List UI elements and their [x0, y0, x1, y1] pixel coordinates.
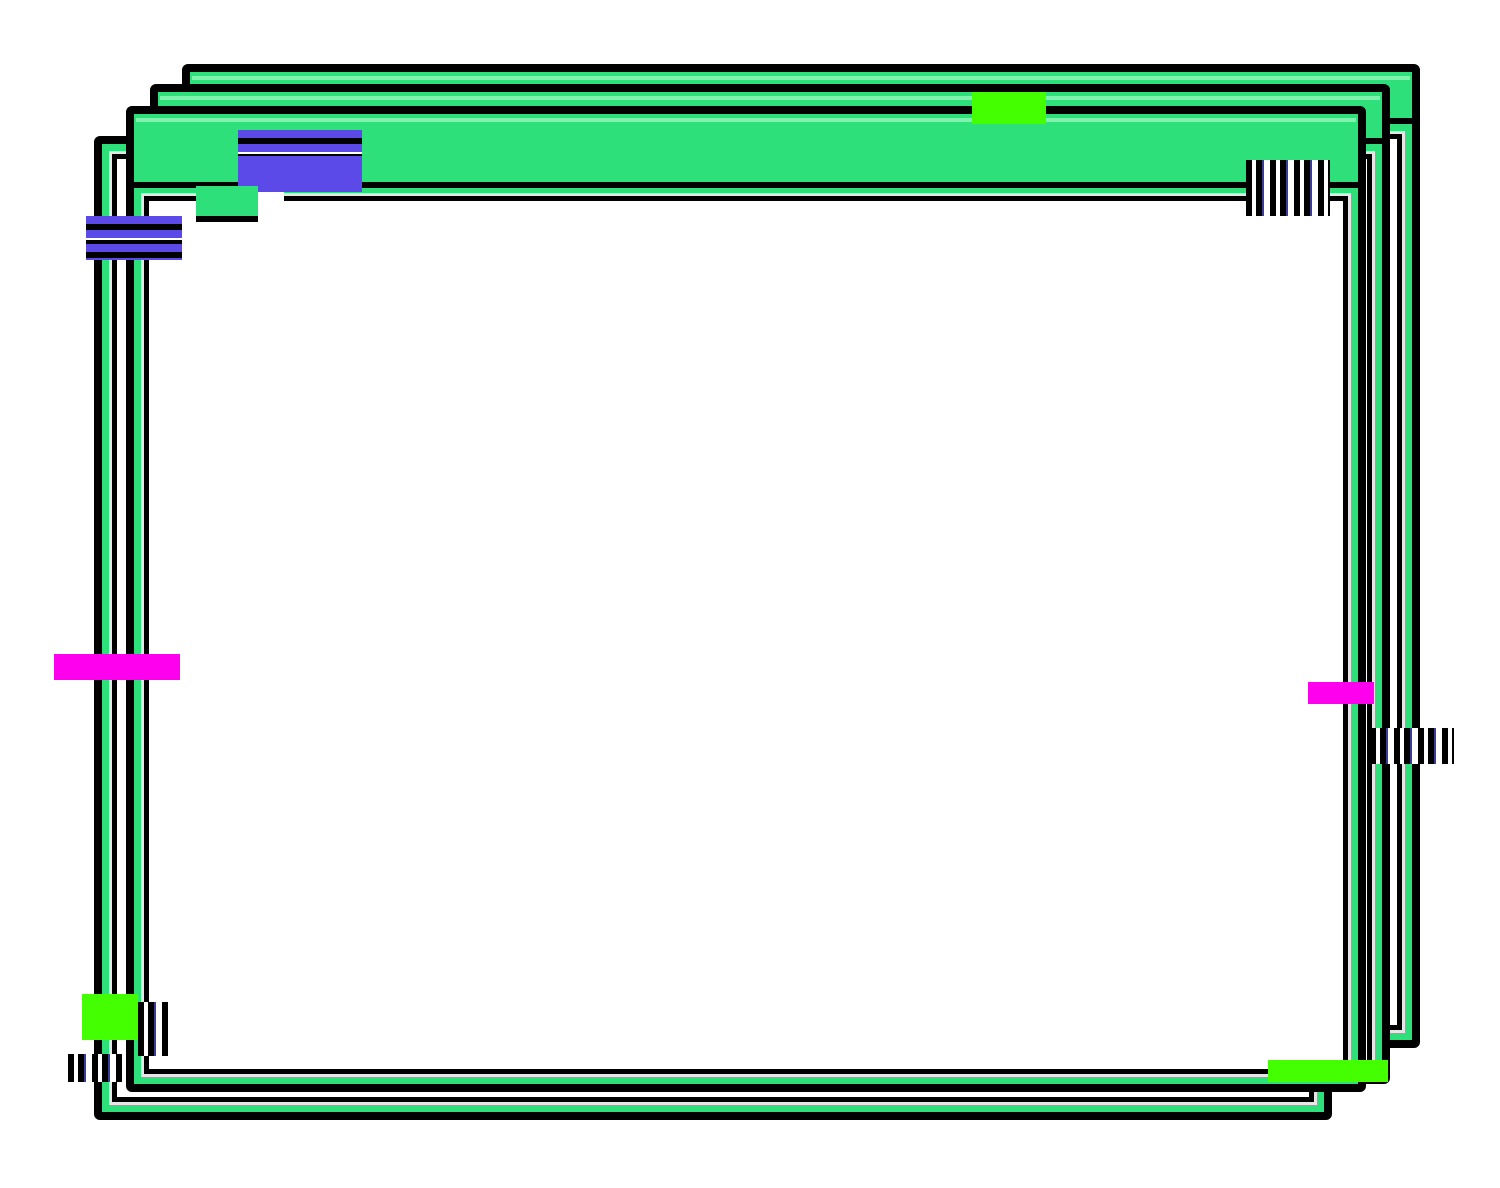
glitch-barcode-bottom-left: [138, 1002, 168, 1056]
glitch-barcode-bottom-left-2: [68, 1054, 122, 1082]
glitch-barcode-right: [1370, 728, 1454, 764]
glitch-magenta-left: [54, 654, 180, 680]
glitch-green-bottom-right: [1268, 1060, 1388, 1082]
glitch-white-notch: [258, 192, 284, 206]
titlebar-highlight: [160, 96, 1380, 100]
glitch-green-bottom-left: [82, 994, 138, 1040]
glitch-blue-left: [86, 216, 182, 260]
glitch-barcode-top-right: [1246, 160, 1330, 216]
titlebar-highlight: [192, 76, 1410, 80]
titlebar-highlight: [136, 118, 1356, 122]
glitch-green-block-small: [196, 186, 258, 222]
glitch-green-top: [972, 92, 1046, 124]
glitch-blue-titlebar-fill: [238, 156, 362, 192]
glitch-magenta-right: [1308, 682, 1374, 704]
window-front[interactable]: [126, 106, 1366, 1092]
window-front-content: [141, 193, 1351, 1077]
